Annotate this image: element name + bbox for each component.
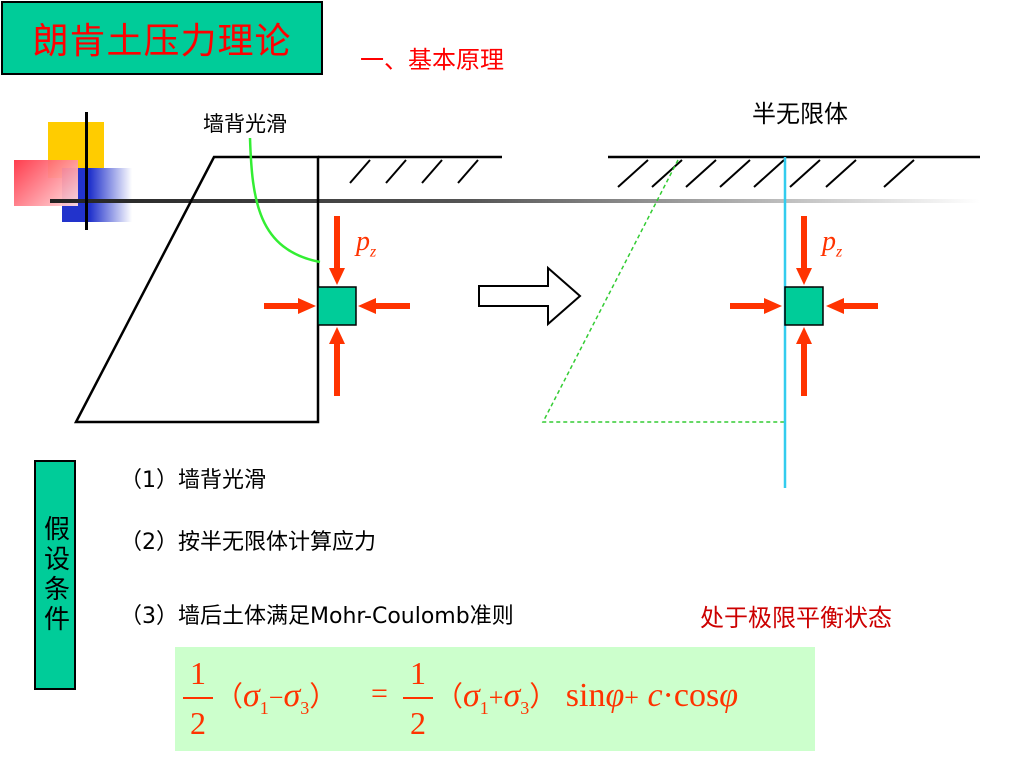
- ground-hatch-left: [349, 159, 479, 184]
- retaining-wall: [73, 155, 320, 424]
- assumption-item-3: （3）墙后土体满足Mohr-Coulomb准则: [120, 604, 514, 629]
- pz-symbol: p: [822, 226, 836, 257]
- phi-symbol: φ: [719, 677, 738, 714]
- title-box: 朗肯土压力理论: [1, 1, 323, 75]
- assumptions-side-label: 假设条件: [39, 515, 70, 635]
- soil-element-left: [317, 286, 357, 326]
- soil-element-right: [784, 286, 824, 326]
- cohesion-symbol: c: [647, 677, 663, 714]
- left-paren: （: [435, 682, 464, 713]
- subscript-3: 3: [520, 697, 530, 718]
- assumption-item-1: （1）墙背光滑: [120, 468, 266, 493]
- fraction-denominator: 2: [190, 705, 206, 741]
- fraction-right: 1 2: [403, 651, 433, 745]
- phi-symbol: φ: [605, 677, 625, 714]
- subscript-3: 3: [300, 697, 310, 718]
- fraction-numerator: 1: [190, 655, 206, 691]
- fraction-bar: [183, 697, 213, 699]
- deco-vertical-rule: [85, 112, 88, 230]
- transition-arrow: [478, 265, 582, 327]
- smooth-back-leader: [248, 137, 321, 264]
- sigma-symbol: σ: [243, 677, 260, 714]
- sin-function: sin: [565, 677, 606, 714]
- pz-subscript: z: [370, 243, 377, 261]
- fraction-bar: [403, 697, 433, 699]
- stress-arrows-left: [264, 216, 410, 396]
- smooth-back-label: 墙背光滑: [203, 112, 287, 136]
- dot-operator: ·: [662, 677, 674, 714]
- right-paren: ）: [309, 682, 338, 713]
- semi-infinite-label: 半无限体: [752, 100, 848, 128]
- assumption-item-2: （2）按半无限体计算应力: [120, 530, 376, 555]
- fraction-left: 1 2: [183, 651, 213, 745]
- sigma-symbol: σ: [503, 677, 521, 714]
- sigma-symbol: σ: [463, 677, 480, 714]
- pz-label-left: pz: [356, 226, 376, 262]
- fraction-numerator: 1: [410, 655, 426, 691]
- pz-subscript: z: [836, 243, 843, 261]
- section-title: 一、基本原理: [360, 46, 504, 74]
- limit-equilibrium-label: 处于极限平衡状态: [700, 604, 892, 632]
- assumptions-side-box: 假设条件: [34, 460, 76, 690]
- pz-symbol: p: [356, 226, 370, 257]
- sigma-symbol: σ: [283, 677, 301, 714]
- equals-sign: =: [371, 677, 388, 710]
- plus-sign: +: [624, 683, 639, 712]
- ghost-wall-outline: [541, 159, 784, 423]
- formula-rhs: （σ1+σ3） sinφ+ c·cosφ: [435, 675, 738, 719]
- fraction-denominator: 2: [410, 705, 426, 741]
- mohr-coulomb-formula: 1 2 （σ1−σ3） = 1 2 （σ1+σ3） sinφ+ c·cosφ: [175, 647, 815, 751]
- right-paren: ）: [529, 682, 558, 713]
- plus-sign: +: [488, 683, 504, 712]
- deco-horizontal-rule: [50, 199, 980, 203]
- cos-function: cos: [673, 677, 720, 714]
- subscript-1: 1: [259, 697, 269, 718]
- formula-lhs: （σ1−σ3）: [215, 675, 337, 719]
- ground-hatch-right: [617, 159, 915, 188]
- subscript-1: 1: [479, 697, 489, 718]
- pz-label-right: pz: [822, 226, 842, 262]
- deco-red-square: [14, 160, 78, 206]
- page-title: 朗肯土压力理论: [32, 21, 292, 62]
- minus-sign: −: [268, 683, 284, 712]
- left-paren: （: [215, 682, 244, 713]
- stress-arrows-right: [730, 216, 878, 396]
